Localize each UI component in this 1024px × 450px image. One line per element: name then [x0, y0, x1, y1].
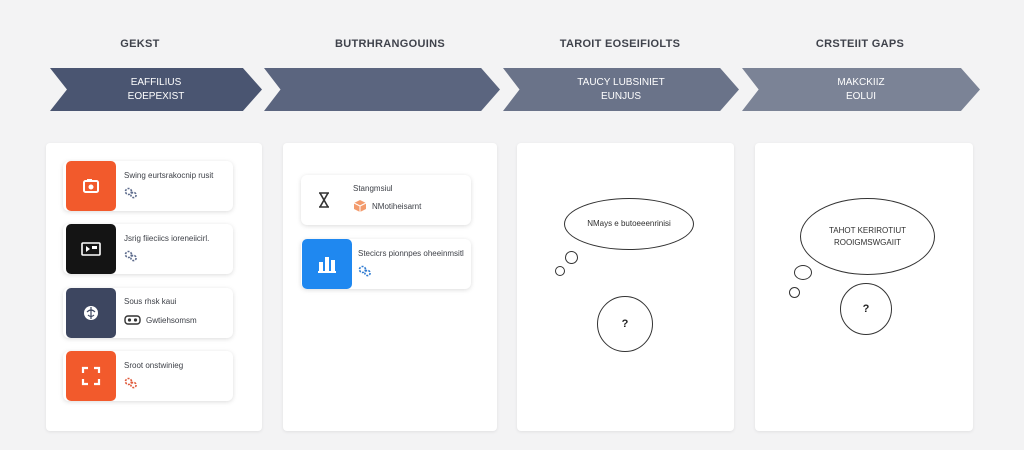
column-title-3: TAROIT EOSEIFIOLTS [559, 38, 681, 50]
cogs-icon [124, 250, 137, 262]
card-sub-3: Gwtiehsomsm [146, 316, 197, 325]
chevron-1-line-1: EAFFILIUS [130, 76, 182, 88]
chevron-3-line-2: EUNJUS [600, 90, 641, 102]
question-circle: ? [597, 296, 653, 352]
brain-tile [66, 288, 116, 338]
card-media-player: Jsrig fiieciics ioreneiicirl. [63, 224, 233, 274]
question-mark: ? [621, 318, 629, 330]
card-frame: Sroot onstwinieg [63, 351, 233, 401]
card-title-c2-1: Stangmsiul [353, 184, 393, 193]
camera-tile [66, 161, 116, 211]
cogs-icon [358, 265, 371, 277]
card-title-4: Sroot onstwinieg [124, 361, 184, 370]
card-hourglass: Stangmsiul NMotiheisarnt [301, 175, 471, 225]
chevron-4-line-2: EOLUI [845, 90, 876, 102]
thought-line-1: TAHOT KERIROTIUT [828, 225, 907, 235]
column-panel-4: TAHOT KERIROTIUT ROOIGMSWGAIIT ? [755, 143, 973, 431]
thought-dot-small [555, 266, 565, 276]
card-title-2: Jsrig fiieciics ioreneiicirl. [124, 234, 210, 243]
thought-dot-large [794, 265, 812, 280]
card-title-c2-2: Stecicrs pionnpes oheeinmsitl [358, 249, 464, 258]
cogs-icon [124, 187, 137, 199]
question-mark: ? [862, 303, 870, 315]
chevron-4-line-1: MAKCKIIZ [837, 76, 885, 88]
camera-icon [83, 179, 99, 193]
thought-text: NMays e butoeeenrinisi [587, 219, 671, 228]
thought-dot-small [789, 287, 800, 298]
stage-chevron-3: TAUCY LUBSINIET EUNJUS [503, 68, 739, 111]
card-camera: Swing eurtsrakocnip rusit [63, 161, 233, 211]
card-sub-c2-1: NMotiheisarnt [372, 202, 422, 211]
question-circle: ? [840, 283, 892, 335]
vr-headset-icon [124, 315, 141, 325]
card-brain: Sous rhsk kaui Gwtiehsomsm [63, 288, 233, 338]
city-tile [302, 239, 352, 289]
card-title-3: Sous rhsk kaui [124, 297, 177, 306]
thought-line-2: ROOIGMSWGAIIT [833, 237, 902, 247]
city-icon [318, 257, 336, 273]
cube-icon [353, 200, 367, 212]
frame-tile [66, 351, 116, 401]
column-panel-3: NMays e butoeeenrinisi ? [517, 143, 734, 431]
card-city: Stecicrs pionnpes oheeinmsitl [301, 239, 471, 289]
column-panel-2: Stangmsiul NMotiheisarnt Stecicrs pionnp… [283, 143, 497, 431]
thought-bubble: NMays e butoeeenrinisi [564, 198, 694, 250]
media-player-tile [66, 224, 116, 274]
chevron-1-line-2: EOEPEXIST [127, 90, 185, 102]
chevron-3-line-1: TAUCY LUBSINIET [577, 76, 665, 88]
cogs-icon [124, 377, 137, 389]
column-title-2: BUTRHRANGOUINS [335, 38, 445, 50]
thought-dot-large [565, 251, 578, 264]
brain-icon [84, 306, 98, 320]
stage-chevron-2 [264, 68, 500, 111]
stage-chevron-4: MAKCKIIZ EOLUI [742, 68, 980, 111]
card-title-1: Swing eurtsrakocnip rusit [124, 171, 214, 180]
frame-icon [81, 366, 101, 386]
thought-bubble: TAHOT KERIROTIUT ROOIGMSWGAIIT [800, 198, 935, 275]
column-title-4: CRSTEIIT GAPS [815, 38, 905, 50]
column-panel-1: Swing eurtsrakocnip rusit Jsrig fiieciic… [46, 143, 262, 431]
media-player-icon [81, 242, 101, 256]
stage-chevron-1: EAFFILIUS EOEPEXIST [50, 68, 262, 111]
hourglass-icon [319, 192, 329, 208]
column-title-1: GEKST [120, 38, 160, 50]
